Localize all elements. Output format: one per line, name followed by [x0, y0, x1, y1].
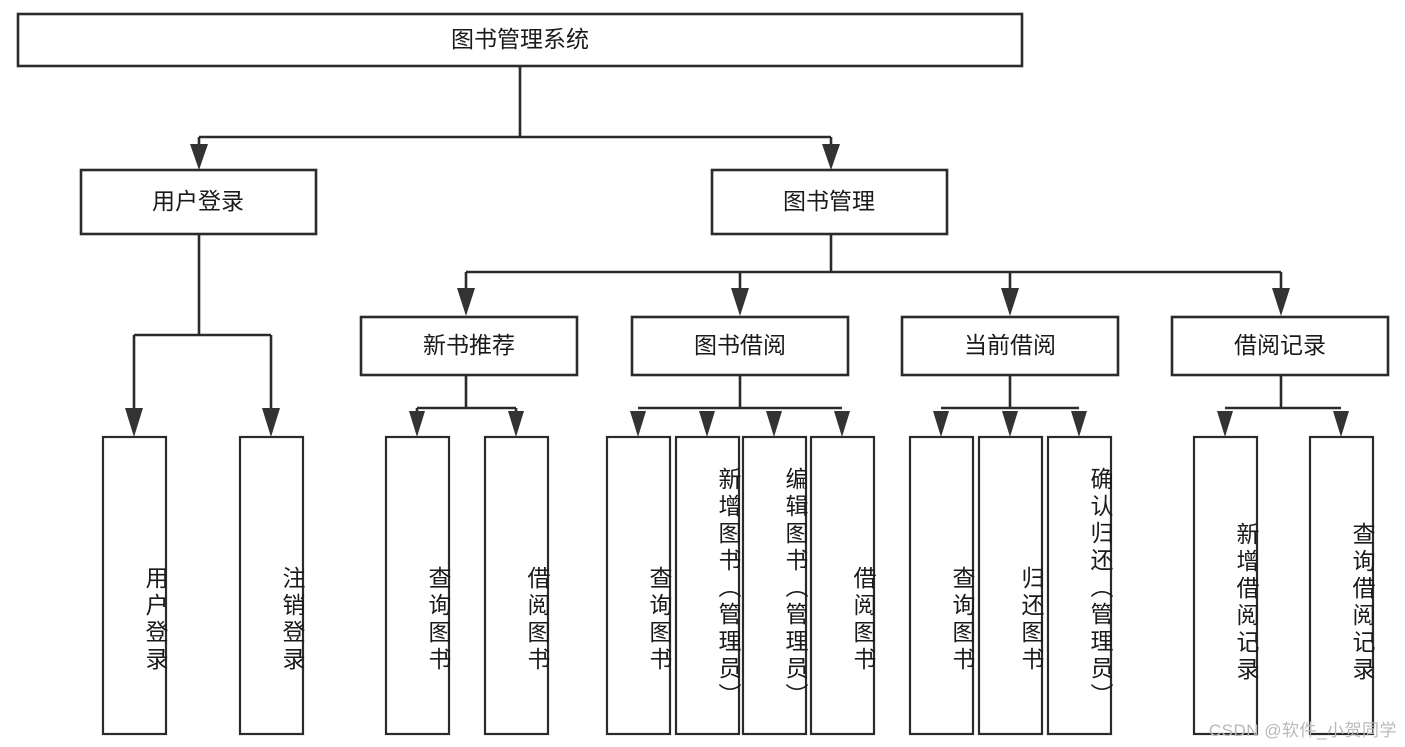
leaf-box-record-2[interactable] [1308, 435, 1375, 736]
connectors [125, 66, 1349, 437]
leaf-box-borrow-4[interactable] [809, 435, 876, 736]
leaf-box-user-login-1[interactable] [101, 435, 168, 736]
arrow-login-leaf-1 [125, 408, 143, 437]
arrow-record-leaf-2 [1333, 411, 1349, 437]
node-user-login-label: 用户登录 [152, 188, 244, 214]
leaf-box-borrow-2[interactable] [674, 435, 741, 736]
node-borrow-record-box[interactable] [1170, 315, 1390, 377]
arrow-record-leaf-1 [1217, 411, 1233, 437]
node-current-borrow-label: 当前借阅 [964, 332, 1056, 358]
leaf-box-recommend-1[interactable] [384, 435, 451, 736]
arrow-borrow-leaf-1 [630, 411, 646, 437]
node-book-management-label: 图书管理 [783, 188, 875, 214]
leaf-box-current-1[interactable] [908, 435, 975, 736]
node-new-book-recommend-box[interactable] [359, 315, 579, 377]
arrow-bookmgmt-child-2 [731, 288, 749, 316]
arrow-bookmgmt-child-3 [1001, 288, 1019, 316]
arrow-login-leaf-2 [262, 408, 280, 437]
leaf-box-recommend-2[interactable] [483, 435, 550, 736]
arrow-borrow-leaf-4 [834, 411, 850, 437]
leaf-box-record-1[interactable] [1192, 435, 1259, 736]
arrow-recommend-leaf-2 [508, 411, 524, 437]
node-current-borrow-box[interactable] [900, 315, 1120, 377]
arrow-root-to-login [190, 144, 208, 170]
node-root-label: 图书管理系统 [451, 26, 589, 52]
arrow-current-leaf-1 [933, 411, 949, 437]
leaf-box-borrow-3[interactable] [741, 435, 808, 736]
arrow-current-leaf-3 [1071, 411, 1087, 437]
leaf-box-borrow-1[interactable] [605, 435, 672, 736]
node-book-borrow-box[interactable] [630, 315, 850, 377]
leaf-box-current-3[interactable] [1046, 435, 1113, 736]
arrow-bookmgmt-child-4 [1272, 288, 1290, 316]
node-book-borrow-label: 图书借阅 [694, 332, 786, 358]
csdn-watermark: CSDN @软件_小贺同学 [1208, 721, 1397, 740]
arrow-borrow-leaf-2 [699, 411, 715, 437]
leaf-box-current-2[interactable] [977, 435, 1044, 736]
arrow-current-leaf-2 [1002, 411, 1018, 437]
node-borrow-record-label: 借阅记录 [1234, 332, 1326, 358]
arrow-root-to-bookmgmt [822, 144, 840, 170]
arrow-borrow-leaf-3 [766, 411, 782, 437]
leaf-box-user-login-2[interactable] [238, 435, 305, 736]
node-root-box[interactable] [16, 12, 1024, 68]
arrow-recommend-leaf-1 [409, 411, 425, 437]
node-book-management-box[interactable] [710, 168, 949, 236]
node-new-book-recommend-label: 新书推荐 [423, 332, 515, 358]
node-user-login-box[interactable] [79, 168, 318, 236]
arrow-bookmgmt-child-1 [457, 288, 475, 316]
